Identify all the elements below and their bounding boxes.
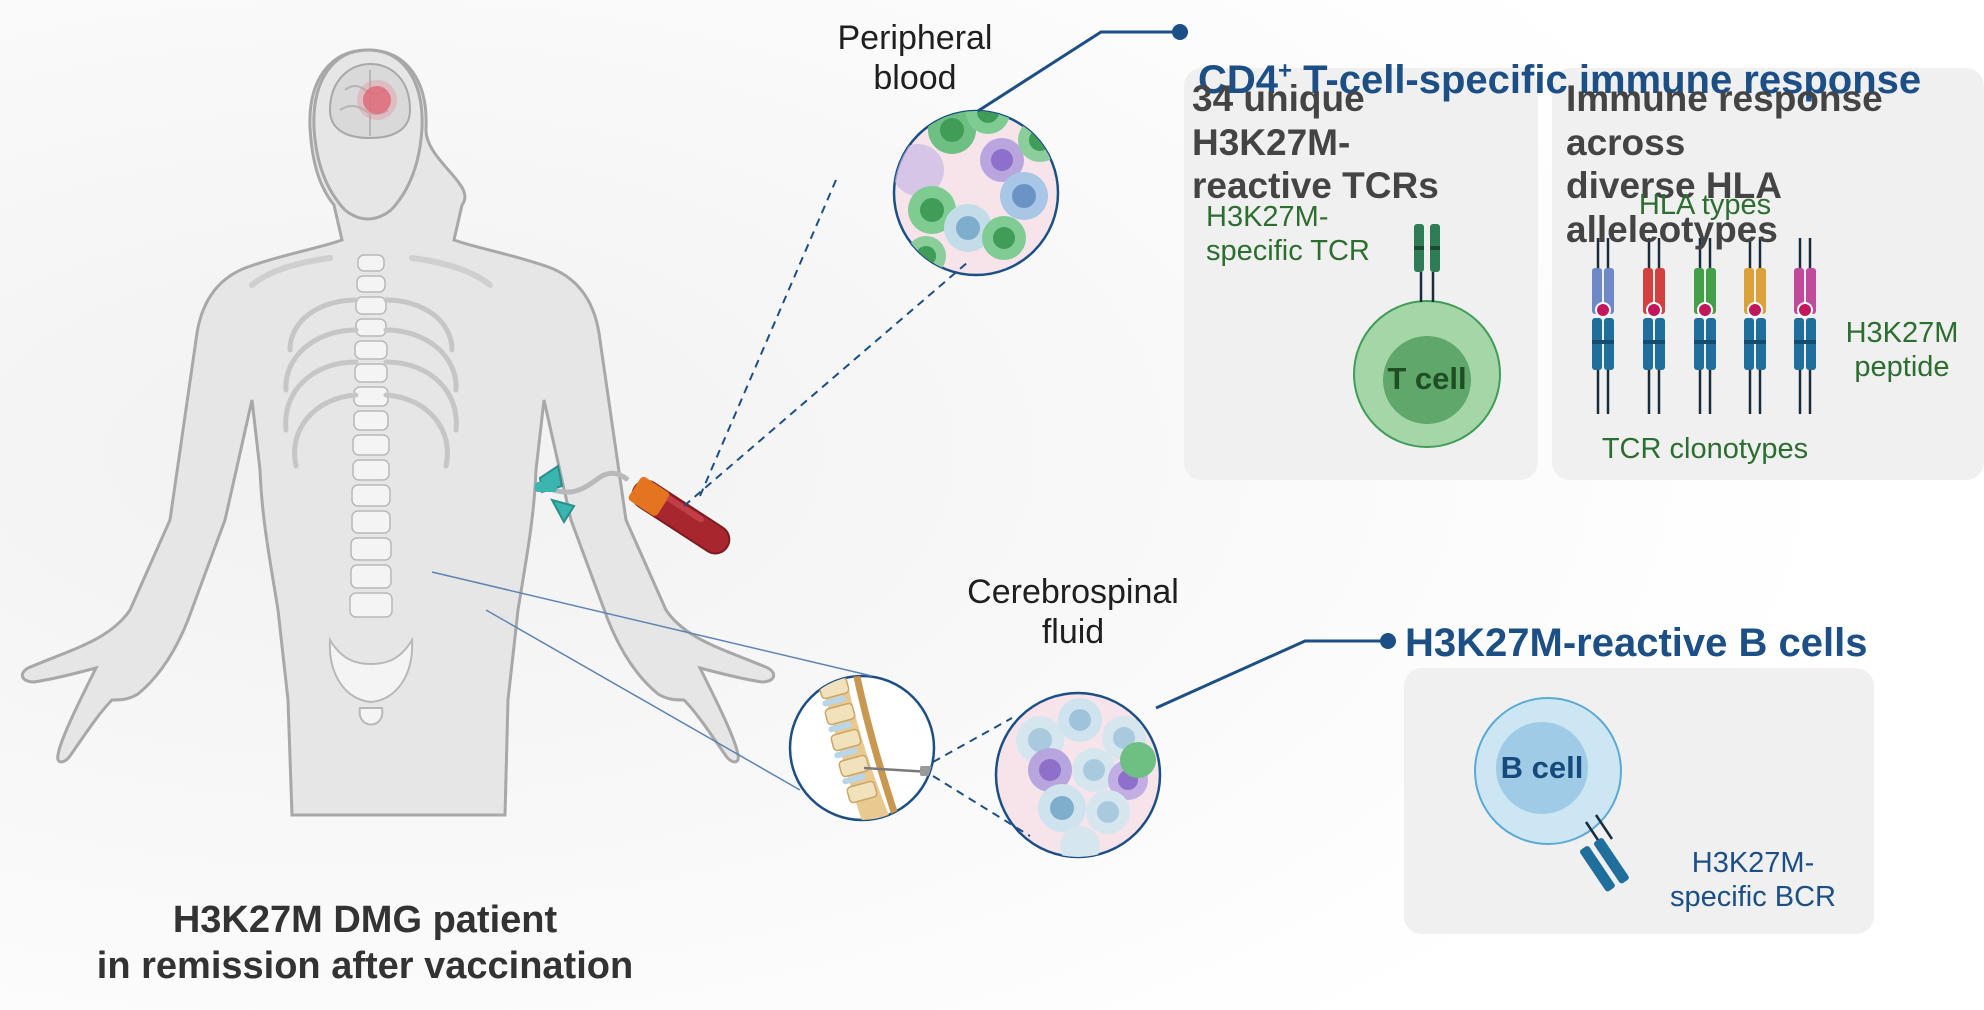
hla-alpha-chain xyxy=(1592,268,1602,314)
lumbar-puncture-inset xyxy=(788,674,936,822)
h3k27m-peptide xyxy=(1595,302,1611,318)
rib-cage xyxy=(283,297,459,469)
header-cd4-sup: + xyxy=(1278,57,1293,85)
hla-alpha-chain xyxy=(1694,268,1704,314)
h3k27m-peptide xyxy=(1646,302,1662,318)
tcr-label: H3K27M- specific TCR xyxy=(1206,201,1370,268)
h3k27m-peptide xyxy=(1797,302,1813,318)
peripheral-blood-inset xyxy=(892,109,1060,277)
bcr-label: H3K27M- specific BCR xyxy=(1670,847,1836,914)
patient-body xyxy=(20,48,776,817)
hla-alpha-chain xyxy=(1794,268,1804,314)
b-cell-label: B cell xyxy=(1500,750,1584,785)
hla-beta-chain xyxy=(1756,268,1766,314)
hla-alpha-chain xyxy=(1744,268,1754,314)
hla-panel-title: Immune response across diverse HLA allel… xyxy=(1566,78,1883,250)
peripheral-blood-label: Peripheral blood xyxy=(837,19,993,98)
csf-label: Cerebrospinal fluid xyxy=(967,573,1179,652)
tcr-hinge xyxy=(1694,340,1716,344)
tcr-hinge xyxy=(1744,340,1766,344)
pelvis xyxy=(328,636,414,704)
header-rest: T-cell-specific immune response xyxy=(1292,58,1922,103)
t-cell-graphic xyxy=(1353,224,1501,448)
csf-inset xyxy=(994,691,1162,859)
tcell-section-header: CD4+ T-cell-specific immune response xyxy=(1198,10,1921,104)
hla-beta-chain xyxy=(1706,268,1716,314)
connectors xyxy=(431,24,1396,837)
hla-beta-chain xyxy=(1806,268,1816,314)
patient-title-line2: in remission after vaccination xyxy=(96,945,634,987)
bcell-section-header: H3K27M-reactive B cells xyxy=(1405,621,1868,665)
hla-beta-chain xyxy=(1604,268,1614,314)
tcr-hinge xyxy=(1794,340,1816,344)
h3k27m-peptide xyxy=(1697,302,1713,318)
hla-beta-chain xyxy=(1655,268,1665,314)
clonotypes-label: TCR clonotypes xyxy=(1601,433,1809,465)
tcr-hinge xyxy=(1643,340,1665,344)
tcr-hinge xyxy=(1592,340,1614,344)
blood-draw-kit xyxy=(535,464,731,555)
peptide-label: H3K27M peptide xyxy=(1845,317,1959,384)
hla-tcr-complexes xyxy=(1592,238,1816,414)
b-cell-graphic xyxy=(1474,697,1629,892)
hla-alpha-chain xyxy=(1643,268,1653,314)
h3k27m-peptide xyxy=(1747,302,1763,318)
patient-title-line1: H3K27M DMG patient xyxy=(172,899,558,941)
t-cell-label: T cell xyxy=(1387,361,1467,396)
tcr-panel-title: 34 unique H3K27M- reactive TCRs xyxy=(1192,78,1439,207)
header-cd4: CD4 xyxy=(1198,58,1279,103)
hla-types-label: HLA types xyxy=(1638,189,1772,221)
spine-vertebrae xyxy=(349,254,393,618)
